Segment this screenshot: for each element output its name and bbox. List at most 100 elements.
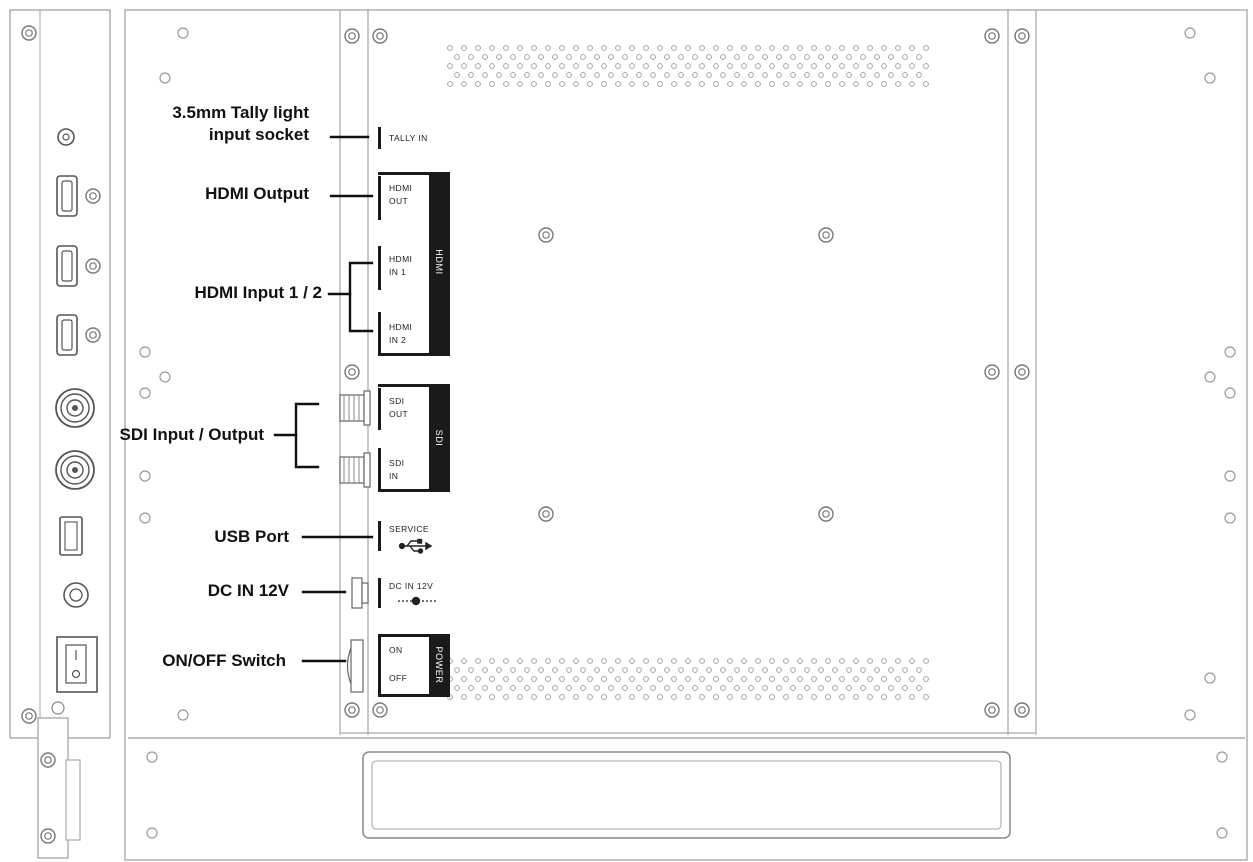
vent-hole — [608, 54, 614, 60]
dc-polarity-icon — [398, 596, 436, 606]
vent-hole — [475, 658, 481, 664]
panel-label-tally-in: TALLY IN — [389, 133, 428, 143]
vent-hole — [713, 81, 719, 87]
vent-hole — [524, 54, 530, 60]
vent-hole — [762, 72, 768, 78]
hdmi-group-bar — [429, 172, 450, 356]
vent-hole — [608, 685, 614, 691]
vent-hole — [559, 63, 565, 69]
vent-hole — [811, 63, 817, 69]
mount-hole — [159, 371, 171, 383]
vent-hole — [846, 667, 852, 673]
vent-hole — [790, 685, 796, 691]
vent-hole — [902, 72, 908, 78]
vent-hole — [839, 63, 845, 69]
usb-icon — [398, 538, 433, 554]
vent-hole — [538, 685, 544, 691]
vent-hole — [629, 676, 635, 682]
vent-hole — [790, 54, 796, 60]
vent-hole — [909, 676, 915, 682]
vent-hole — [671, 63, 677, 69]
vent-hole — [748, 685, 754, 691]
vent-hole — [776, 685, 782, 691]
vent-hole — [552, 667, 558, 673]
vent-hole — [629, 63, 635, 69]
vent-hole — [895, 658, 901, 664]
vent-hole — [762, 54, 768, 60]
panel-group-hdmi: HDMI — [434, 249, 444, 274]
vent-hole — [720, 72, 726, 78]
vent-hole — [517, 63, 523, 69]
vent-hole — [475, 45, 481, 51]
vent-hole — [727, 694, 733, 700]
vent-hole — [643, 676, 649, 682]
panel-label-hdmi-in1-2: IN 1 — [389, 267, 406, 277]
vent-hole — [580, 685, 586, 691]
vent-hole — [531, 45, 537, 51]
vent-hole — [573, 694, 579, 700]
vent-hole — [629, 81, 635, 87]
vent-hole — [517, 694, 523, 700]
mount-hole — [1224, 512, 1236, 524]
vent-hole — [475, 694, 481, 700]
vent-hole — [825, 63, 831, 69]
vent-hole — [783, 81, 789, 87]
vent-hole — [692, 54, 698, 60]
vent-hole — [629, 45, 635, 51]
vent-hole — [587, 81, 593, 87]
vent-hole — [657, 694, 663, 700]
vent-hole — [552, 54, 558, 60]
panel-label-hdmi-out-2: OUT — [389, 196, 408, 206]
vent-hole — [699, 81, 705, 87]
vent-hole — [545, 63, 551, 69]
vent-hole — [545, 45, 551, 51]
vent-hole — [587, 658, 593, 664]
vent-hole — [867, 63, 873, 69]
vent-hole — [860, 685, 866, 691]
vent-hole — [853, 676, 859, 682]
vent-hole — [482, 54, 488, 60]
mount-hole — [1184, 27, 1196, 39]
vent-hole — [517, 658, 523, 664]
vent-hole — [818, 72, 824, 78]
vent-hole — [895, 45, 901, 51]
sdi-group-bar — [429, 384, 450, 492]
vent-hole — [657, 658, 663, 664]
vent-hole — [622, 54, 628, 60]
vent-hole — [783, 694, 789, 700]
vent-hole — [755, 694, 761, 700]
vent-hole — [720, 54, 726, 60]
vent-hole — [909, 658, 915, 664]
panel-group-power: POWER — [434, 646, 444, 683]
vent-hole — [699, 658, 705, 664]
vent-hole — [496, 685, 502, 691]
vent-hole — [601, 658, 607, 664]
vent-hole — [916, 54, 922, 60]
vent-hole — [489, 63, 495, 69]
vent-hole — [531, 63, 537, 69]
vent-hole — [741, 45, 747, 51]
panel-label-sdi-in-1: SDI — [389, 458, 404, 468]
vent-hole — [839, 658, 845, 664]
vent-hole — [636, 54, 642, 60]
vent-hole — [517, 45, 523, 51]
vent-hole — [727, 658, 733, 664]
vent-hole — [454, 667, 460, 673]
mount-hole — [139, 470, 151, 482]
vent-hole — [895, 676, 901, 682]
screw-icon — [85, 327, 101, 343]
vent-hole — [461, 658, 467, 664]
vent-hole — [489, 45, 495, 51]
callout-power: ON/OFF Switch — [162, 651, 286, 670]
vent-hole — [517, 81, 523, 87]
vent-hole — [706, 685, 712, 691]
vent-hole — [671, 45, 677, 51]
vent-hole — [867, 81, 873, 87]
vent-hole — [888, 54, 894, 60]
vent-hole — [923, 45, 929, 51]
vent-hole — [797, 676, 803, 682]
vent-hole — [524, 72, 530, 78]
vent-hole — [643, 694, 649, 700]
vent-hole — [517, 676, 523, 682]
vent-hole — [797, 658, 803, 664]
